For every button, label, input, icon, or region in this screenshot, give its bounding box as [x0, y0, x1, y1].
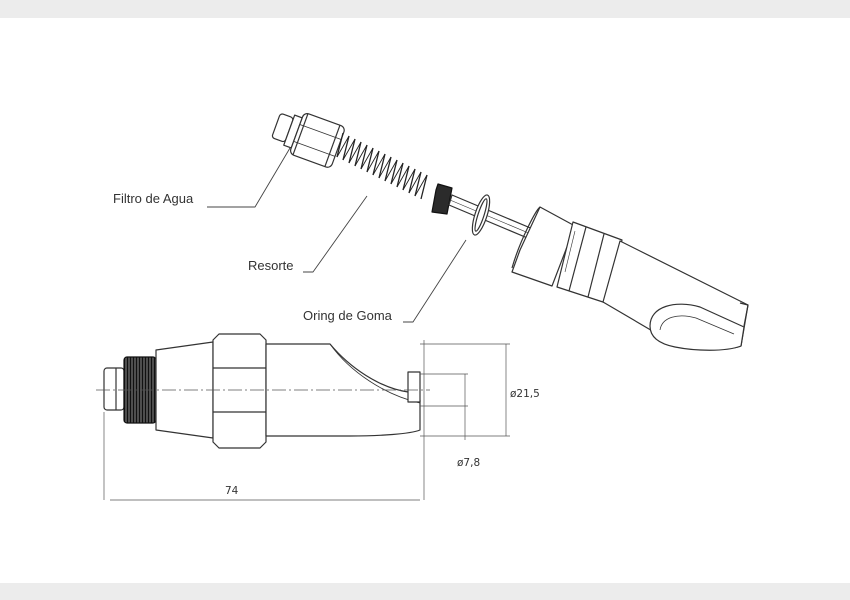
exploded-view: [207, 113, 749, 351]
spring-part: [336, 132, 428, 200]
leader-filter: [207, 147, 291, 208]
dim-inner-diameter: ø7,8: [457, 457, 480, 469]
dim-outer-diameter: ø21,5: [510, 388, 540, 400]
leader-spring: [303, 195, 368, 273]
oring-part: [471, 194, 491, 236]
leader-oring: [403, 239, 467, 323]
stem-pin-part: [431, 183, 541, 243]
dimension-lines: [103, 340, 510, 501]
label-filtro-de-agua: Filtro de Agua: [113, 191, 194, 206]
side-hex-nut: [212, 333, 267, 449]
leader-lines: [207, 147, 467, 323]
label-oring-de-goma: Oring de Goma: [303, 308, 393, 323]
side-filter-stub: [103, 367, 125, 411]
side-tip: [407, 371, 421, 403]
dim-length-74: 74: [225, 485, 239, 497]
side-view: [96, 333, 430, 449]
label-resorte: Resorte: [248, 258, 294, 273]
water-filter-part: [271, 113, 345, 168]
drinker-body-part: [511, 206, 749, 351]
